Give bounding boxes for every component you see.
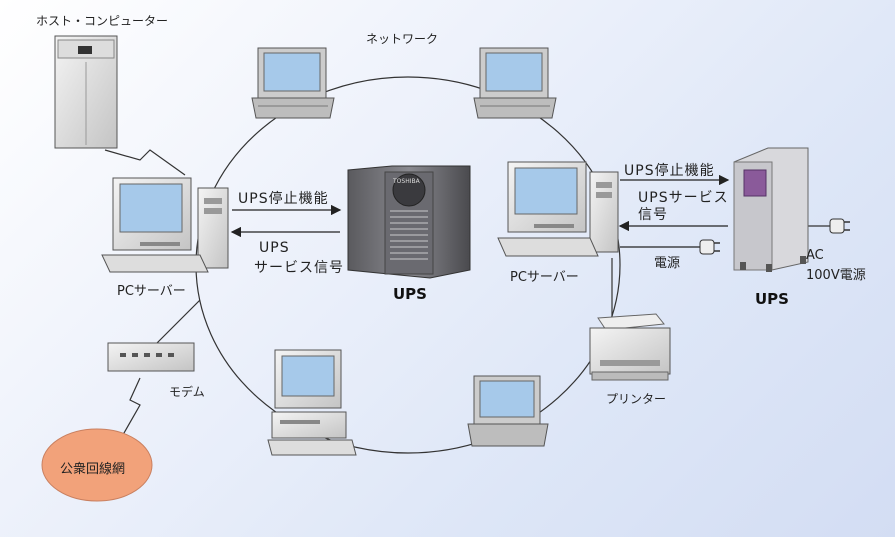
public-network-label: 公衆回線網 xyxy=(60,462,126,477)
laptop-icon-bottom-right xyxy=(467,375,549,447)
ups-right-icon xyxy=(733,147,809,272)
laptop-icon-top-left xyxy=(251,47,335,119)
pc-server-right-label: PCサーバー xyxy=(510,270,579,285)
ups-brand-label: TOSHIBA xyxy=(393,178,420,185)
ac-plug-icon xyxy=(808,218,850,234)
ups-service-right-line1: UPSサービス xyxy=(638,190,729,206)
ups-service-right-line2: 信号 xyxy=(638,207,668,223)
pc-server-icon-right xyxy=(497,161,619,257)
host-computer-icon xyxy=(54,35,118,149)
network-label: ネットワーク xyxy=(366,32,439,46)
public-network-link-line xyxy=(119,377,141,441)
host-computer-label: ホスト・コンピューター xyxy=(36,14,169,28)
desktop-pc-icon-bottom xyxy=(267,349,357,456)
ac-label-line1: AC xyxy=(806,248,824,263)
pc-server-icon-left xyxy=(101,177,229,273)
printer-label: プリンター xyxy=(606,392,667,406)
power-plug-icon xyxy=(699,239,720,255)
ups-center-label: UPS xyxy=(393,285,427,303)
modem-label: モデム xyxy=(169,385,205,399)
ac-label-line2: 100V電源 xyxy=(806,268,866,283)
laptop-icon-top-right xyxy=(473,47,557,119)
modem-link-line xyxy=(149,299,201,351)
public-network-icon xyxy=(41,428,153,502)
power-label: 電源 xyxy=(654,256,681,271)
ups-stop-left-label: UPS停止機能 xyxy=(238,191,329,207)
host-link-line xyxy=(104,149,186,176)
ups-center-icon xyxy=(347,165,471,279)
pc-server-left-label: PCサーバー xyxy=(117,284,186,299)
ups-service-left-line1: UPS xyxy=(259,240,290,256)
printer-icon xyxy=(589,313,671,381)
ups-stop-right-label: UPS停止機能 xyxy=(624,163,715,179)
ups-right-label: UPS xyxy=(755,290,789,308)
modem-icon xyxy=(107,342,195,372)
ups-service-left-line2: サービス信号 xyxy=(254,260,344,276)
